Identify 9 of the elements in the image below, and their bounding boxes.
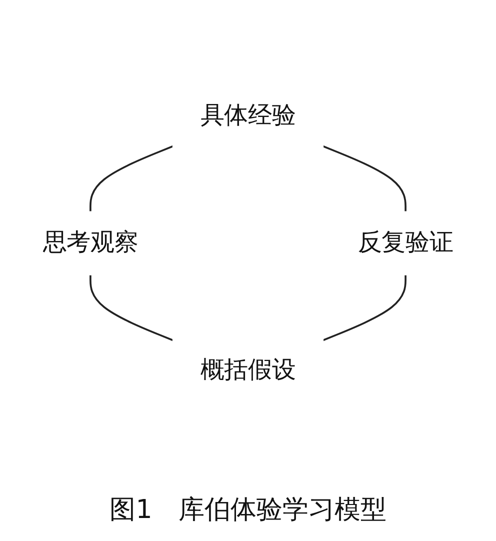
connector (322, 145, 406, 212)
connector (90, 145, 174, 212)
connector (90, 274, 174, 341)
node-text: 概括假设 (200, 356, 296, 384)
connector (322, 274, 406, 341)
node-text: 具体经验 (200, 101, 296, 129)
node-text: 思考观察 (42, 228, 138, 256)
node-text: 反复验证 (358, 228, 454, 256)
figure-caption: 图1 库伯体验学习模型 (110, 494, 386, 527)
